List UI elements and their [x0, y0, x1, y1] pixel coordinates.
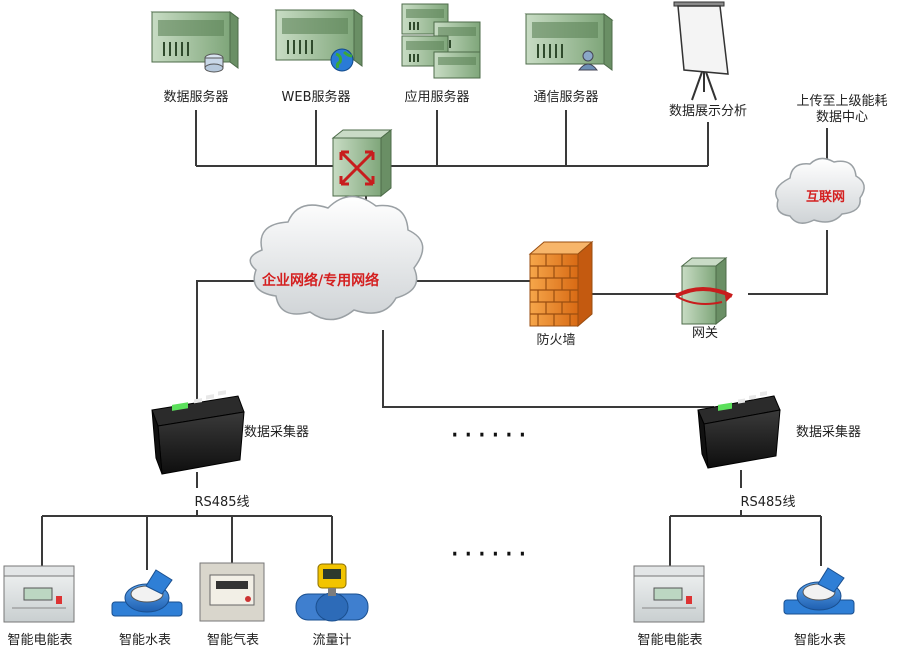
- right-collector-label: 数据采集器: [796, 425, 862, 440]
- ellipsis-lower: ······: [450, 537, 532, 572]
- communication-server-label: 通信服务器: [533, 90, 599, 105]
- upload-label-line2: 数据中心: [815, 110, 869, 125]
- right-collector-icon: [697, 391, 781, 469]
- firewall-icon: [528, 240, 594, 328]
- enterprise-network-cloud: [249, 195, 424, 321]
- cloud-to-left-collector-line: [196, 280, 257, 404]
- internet-cloud: [775, 157, 865, 224]
- left-flow-meter-label: 流量计: [312, 633, 352, 648]
- right-water-meter-icon: [783, 567, 855, 615]
- left-rs485-label: RS485线: [194, 495, 250, 510]
- database-server-label: 数据服务器: [163, 90, 229, 105]
- gateway-label: 网关: [691, 326, 719, 341]
- display-screen-icon: [673, 1, 729, 101]
- application-server-label: 应用服务器: [404, 90, 470, 105]
- web-server: [274, 9, 364, 72]
- left-flow-meter-icon: [295, 563, 369, 622]
- left-water-meter-label: 智能水表: [118, 633, 172, 648]
- display-analysis-label: 数据展示分析: [668, 104, 748, 119]
- left-collector-label: 数据采集器: [244, 425, 310, 440]
- enterprise-network-label: 企业网络/专用网络: [262, 273, 380, 289]
- gateway-icon: [675, 256, 733, 326]
- connection-lines: [41, 110, 828, 570]
- upload-label-line1: 上传至上级能耗: [796, 94, 888, 109]
- ellipsis-upper: ······: [450, 418, 532, 453]
- database-server: [150, 11, 240, 73]
- gateway-to-internet-line: [748, 230, 828, 295]
- cloud-to-right-collector-line: [382, 330, 714, 408]
- right-electric-meter-icon: [633, 565, 705, 623]
- network-switch-icon: [331, 128, 393, 198]
- right-electric-meter-label: 智能电能表: [637, 633, 703, 648]
- left-electric-meter-icon: [3, 565, 75, 623]
- left-gas-meter-icon: [199, 562, 265, 622]
- communication-server: [524, 13, 614, 71]
- right-water-meter-label: 智能水表: [793, 633, 847, 648]
- left-electric-meter-label: 智能电能表: [7, 633, 73, 648]
- firewall-label: 防火墙: [536, 333, 576, 348]
- left-gas-meter-label: 智能气表: [206, 633, 260, 648]
- left-water-meter-icon: [111, 569, 183, 617]
- application-server: [401, 3, 481, 79]
- web-server-label: WEB服务器: [281, 90, 351, 105]
- left-collector-icon: [151, 390, 245, 475]
- right-rs485-label: RS485线: [740, 495, 796, 510]
- internet-label: 互联网: [806, 190, 846, 205]
